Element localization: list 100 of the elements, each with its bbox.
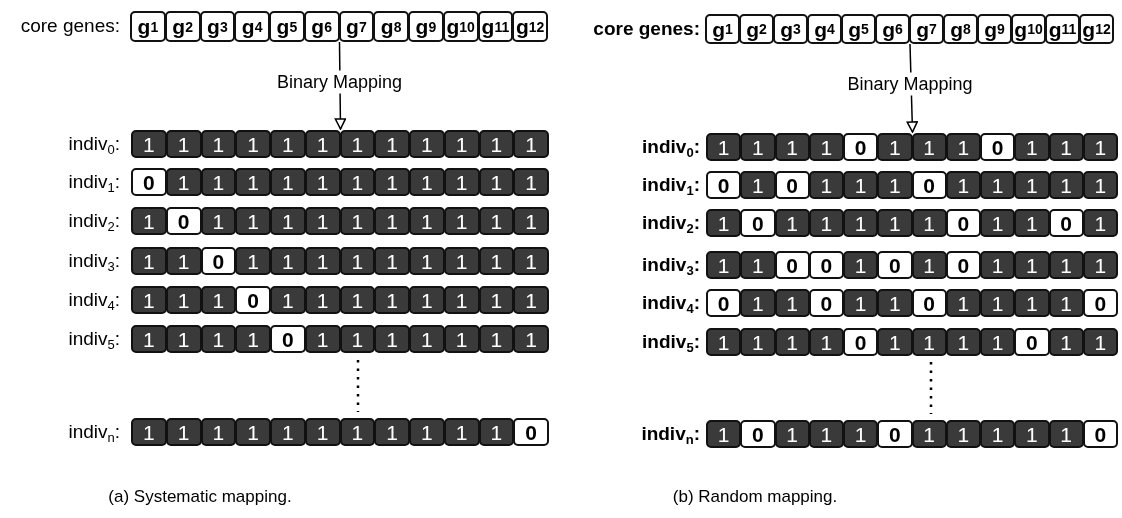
bit-box: 1 <box>774 420 810 448</box>
bit-box: 1 <box>478 130 515 158</box>
bit-box: 1 <box>478 168 515 196</box>
bit-box: 1 <box>774 289 810 317</box>
bit-box: 1 <box>478 286 515 314</box>
bit-box: 1 <box>409 286 445 314</box>
bit-box: 1 <box>1014 289 1050 317</box>
bit-box: 0 <box>877 420 913 448</box>
bit-box: 1 <box>339 168 376 196</box>
row-label: indiv$_{n}$: <box>68 422 120 444</box>
bit-box: 1 <box>270 247 306 275</box>
bit-box: 1 <box>165 418 202 446</box>
bit-box: 1 <box>808 328 844 356</box>
bit-box: 1 <box>131 325 167 353</box>
bit-box: 0 <box>808 251 844 279</box>
bit-box: 1 <box>877 171 913 199</box>
bit-box: 0 <box>980 133 1016 161</box>
bit-box: 1 <box>478 247 515 275</box>
bit-box: 1 <box>374 418 410 446</box>
bit-box: 0 <box>945 251 981 279</box>
bit-box: 1 <box>200 130 237 158</box>
bit-box: 1 <box>980 209 1016 237</box>
bit-box: 1 <box>270 168 306 196</box>
bit-box: 1 <box>478 207 515 235</box>
bit-box: 1 <box>374 247 410 275</box>
bit-box: 1 <box>374 286 410 314</box>
bit-box: 1 <box>339 286 376 314</box>
bit-box: 1 <box>513 286 549 314</box>
bit-box: 1 <box>945 420 981 448</box>
row-heading: core genes: <box>593 19 700 38</box>
bit-box: 0 <box>270 325 306 353</box>
bit-box: 1 <box>843 420 879 448</box>
bit-box: 1 <box>339 247 376 275</box>
bit-box: 0 <box>165 207 202 235</box>
bit-box: 1 <box>409 247 445 275</box>
bit-box: 1 <box>165 286 202 314</box>
bit-box: 1 <box>200 325 237 353</box>
bit-box: 0 <box>1014 328 1050 356</box>
bit-box: 1 <box>1082 209 1118 237</box>
bit-box: 1 <box>706 251 742 279</box>
bit-box: 0 <box>706 171 742 199</box>
bit-box: 0 <box>131 168 167 196</box>
bit-box: 1 <box>443 418 480 446</box>
bit-box: 0 <box>945 209 981 237</box>
bit-box: 1 <box>911 328 947 356</box>
bit-box: 1 <box>945 289 981 317</box>
bit-box: 0 <box>706 289 742 317</box>
bit-box: 1 <box>235 325 271 353</box>
bit-box: 1 <box>911 420 947 448</box>
bit-box: 1 <box>774 328 810 356</box>
bit-box: 0 <box>513 418 549 446</box>
bit-box: 1 <box>200 168 237 196</box>
bit-box: 1 <box>409 418 445 446</box>
bit-box: 1 <box>808 171 844 199</box>
bit-box: 1 <box>911 209 947 237</box>
row-label: indiv$_{2}$: <box>68 211 120 233</box>
bit-box: 1 <box>945 328 981 356</box>
bit-box: 1 <box>1082 133 1118 161</box>
bit-box: 1 <box>304 325 341 353</box>
bit-box: 1 <box>877 328 913 356</box>
bit-box: 1 <box>409 207 445 235</box>
row-label: indiv$_{3}$: <box>642 255 700 277</box>
bit-box: 1 <box>200 207 237 235</box>
bit-box: 1 <box>270 207 306 235</box>
bit-box: 1 <box>443 325 480 353</box>
row-label: indiv$_{5}$: <box>68 329 120 351</box>
bit-box: 1 <box>443 247 480 275</box>
bit-box: 1 <box>1048 420 1084 448</box>
bit-box: 1 <box>165 130 202 158</box>
caption: (b) Random mapping. <box>672 487 838 507</box>
row-label: indiv$_{4}$: <box>68 290 120 312</box>
bit-box: 1 <box>980 251 1016 279</box>
bit-box: 1 <box>1048 133 1084 161</box>
bit-box: 1 <box>911 133 947 161</box>
bit-box: 1 <box>706 420 742 448</box>
bit-box: 0 <box>740 420 776 448</box>
bit-box: 1 <box>1014 133 1050 161</box>
bit-box: 1 <box>304 130 341 158</box>
bit-box: 1 <box>513 325 549 353</box>
bit-box: 1 <box>270 418 306 446</box>
bit-box: 1 <box>740 289 776 317</box>
bit-box: 1 <box>339 418 376 446</box>
bit-box: 1 <box>409 168 445 196</box>
bit-box: 1 <box>980 289 1016 317</box>
row-label: indiv$_{3}$: <box>68 251 120 273</box>
bit-box: 1 <box>1048 328 1084 356</box>
row-label: indiv$_{4}$: <box>642 293 700 315</box>
bit-box: 1 <box>374 325 410 353</box>
bit-box: 1 <box>200 418 237 446</box>
bit-box: 1 <box>980 171 1016 199</box>
bit-box: 1 <box>980 420 1016 448</box>
bit-box: 1 <box>706 133 742 161</box>
bit-box: 1 <box>131 418 167 446</box>
bit-box: 1 <box>1014 420 1050 448</box>
bit-box: 1 <box>1048 171 1084 199</box>
bit-box: 1 <box>443 207 480 235</box>
bit-box: 1 <box>409 325 445 353</box>
bit-box: 0 <box>911 171 947 199</box>
bit-box: 1 <box>513 168 549 196</box>
bit-box: 1 <box>339 207 376 235</box>
